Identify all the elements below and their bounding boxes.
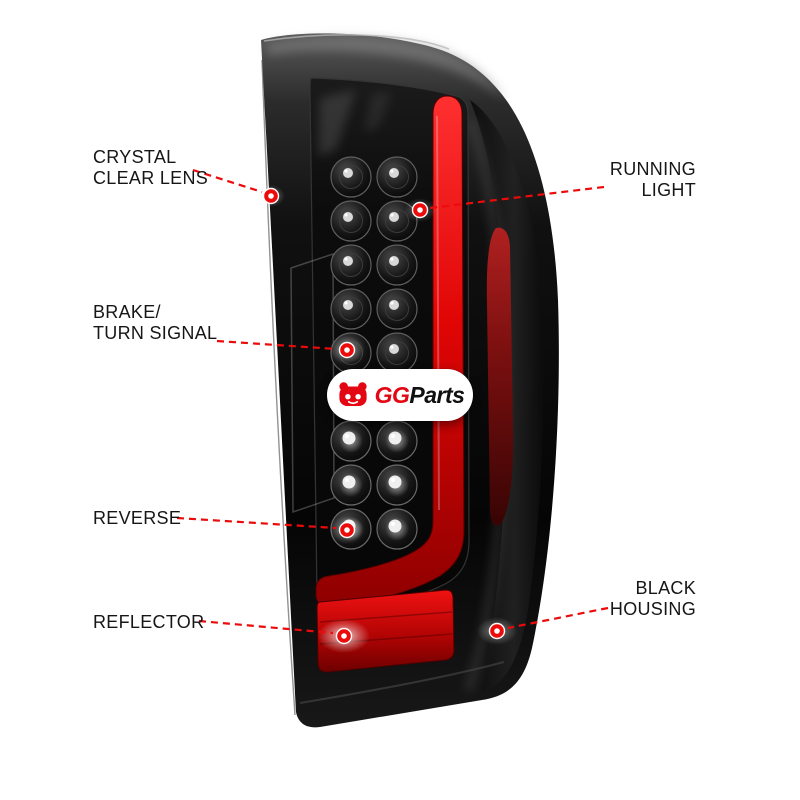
callout-label-reverse: REVERSE bbox=[93, 508, 181, 529]
housing-left-edge-highlight bbox=[261, 59, 296, 716]
callout-dot-black-housing bbox=[488, 622, 506, 640]
callout-line: LIGHT bbox=[641, 180, 696, 200]
callout-line: BLACK bbox=[635, 578, 696, 598]
housing-bottom-seam bbox=[299, 661, 505, 704]
callout-dot-running-light bbox=[411, 201, 429, 219]
lens-frame-outline bbox=[290, 252, 335, 514]
callout-line: REFLECTOR bbox=[93, 612, 205, 632]
leader-line-crystal-clear-lens bbox=[192, 168, 263, 194]
callout-label-running-light: RUNNING LIGHT bbox=[610, 159, 696, 201]
callout-line: CRYSTAL bbox=[93, 147, 177, 167]
leader-line-reflector bbox=[198, 619, 334, 635]
callout-dots bbox=[262, 187, 506, 645]
callout-line: HOUSING bbox=[609, 599, 696, 619]
callout-line: CLEAR LENS bbox=[93, 168, 209, 188]
callout-dot-reflector bbox=[335, 627, 353, 645]
callout-dot-crystal-clear-lens bbox=[262, 187, 280, 205]
brand-name: GGParts bbox=[375, 382, 465, 409]
leader-lines bbox=[176, 168, 609, 635]
callout-line: TURN SIGNAL bbox=[93, 323, 218, 343]
leader-line-running-light bbox=[429, 185, 605, 210]
lens-reflection-streak bbox=[318, 90, 356, 156]
callout-dot-reverse bbox=[338, 521, 356, 539]
callout-label-reflector: REFLECTOR bbox=[93, 612, 204, 633]
callout-label-crystal-clear-lens: CRYSTAL CLEAR LENS bbox=[93, 147, 208, 189]
brand-name-gg: GG bbox=[374, 381, 410, 408]
callout-dot-brake-turn-signal bbox=[338, 341, 356, 359]
callout-line: BRAKE/ bbox=[93, 302, 161, 322]
red-light-bar-highlight bbox=[436, 115, 440, 511]
lens-reflection-streak-2 bbox=[364, 92, 392, 132]
callout-label-black-housing: BLACK HOUSING bbox=[610, 578, 696, 620]
housing-top-edge-highlight bbox=[263, 34, 450, 50]
leader-line-black-housing bbox=[507, 606, 609, 630]
leader-line-brake-turn-signal bbox=[216, 339, 337, 351]
brand-watermark: GGParts bbox=[327, 369, 473, 421]
gg-mascot-icon bbox=[336, 380, 370, 410]
leader-line-reverse bbox=[176, 516, 337, 530]
callout-label-brake-turn-signal: BRAKE/ TURN SIGNAL bbox=[93, 302, 217, 344]
housing-top-sheen bbox=[266, 36, 506, 100]
callout-line: REVERSE bbox=[93, 508, 182, 528]
callout-line: RUNNING bbox=[609, 159, 696, 179]
side-red-strip bbox=[486, 227, 514, 526]
brand-name-parts: Parts bbox=[409, 381, 465, 408]
